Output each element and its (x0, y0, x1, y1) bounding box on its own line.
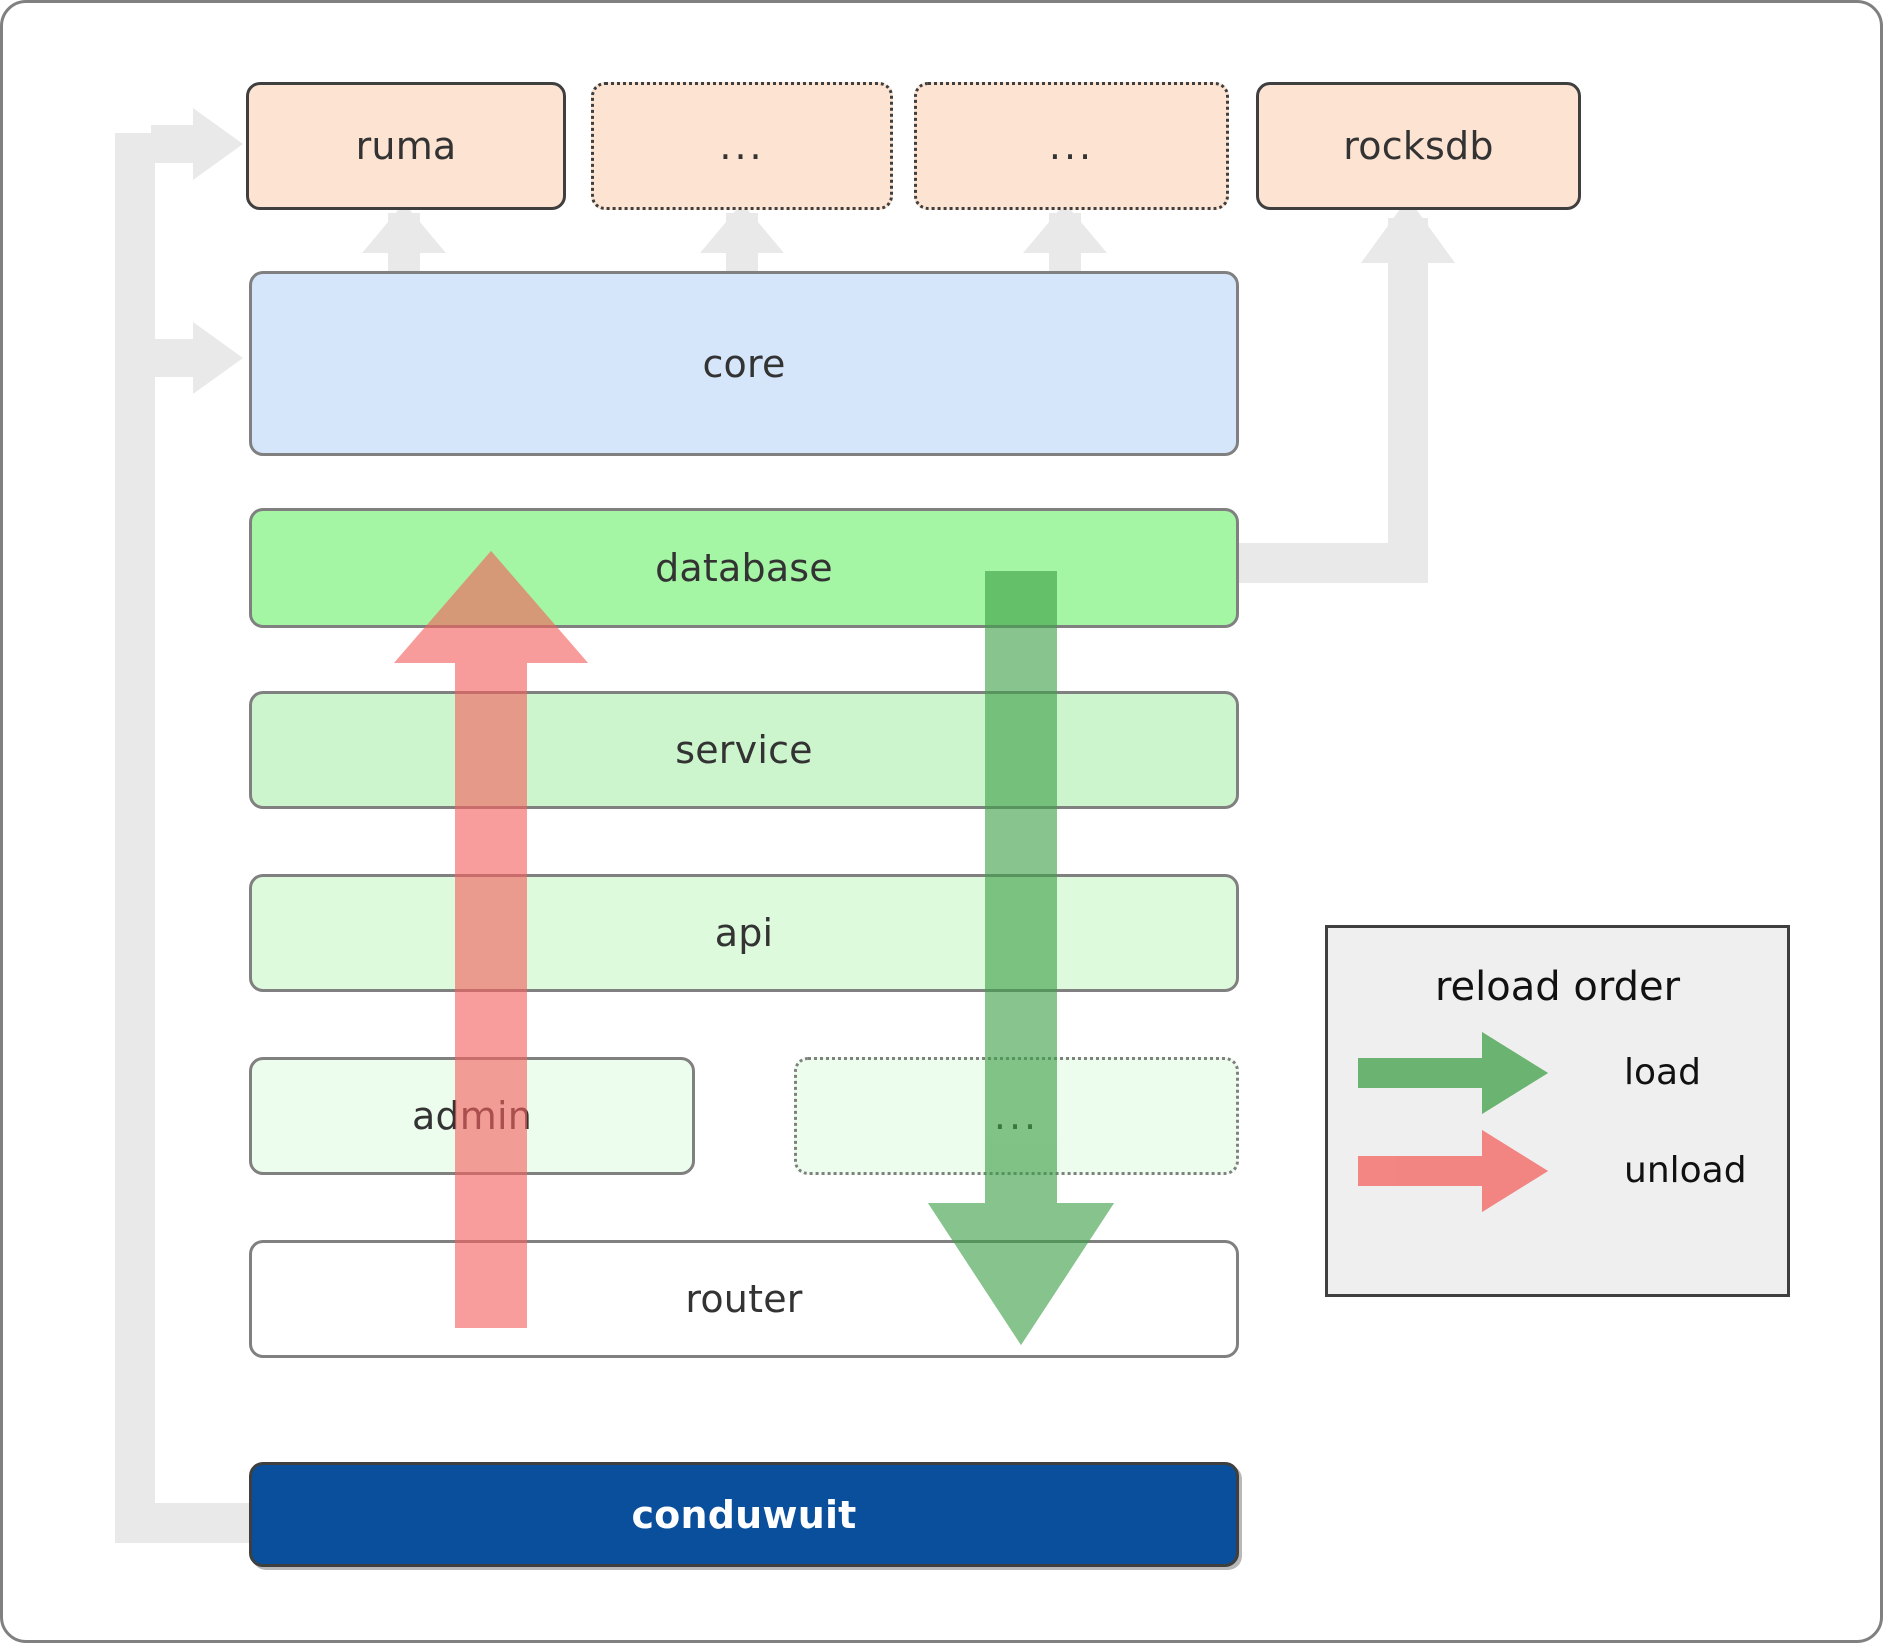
connector-arm-to-ruma (151, 125, 201, 163)
dependency-box-placeholder-1[interactable]: ... (591, 82, 893, 210)
binary-box-conduwuit[interactable]: conduwuit (249, 1462, 1239, 1567)
stack-box-core-label: core (702, 341, 786, 386)
connector-arm-to-core (151, 339, 201, 377)
dependency-box-rocksdb-label: rocksdb (1343, 124, 1494, 168)
connector-database-to-rocksdb-h (1218, 543, 1428, 583)
legend-title: reload order (1434, 964, 1681, 1010)
connector-database-to-rocksdb-v (1388, 218, 1428, 583)
legend-unload-label: unload (1624, 1150, 1747, 1191)
connector-core-to-ruma-head (362, 203, 446, 253)
dependency-box-rocksdb[interactable]: rocksdb (1256, 82, 1581, 210)
connector-core-to-dots2-head (1023, 203, 1107, 253)
legend-panel: reload order load unload (1325, 925, 1790, 1297)
dependency-box-ruma[interactable]: ruma (246, 82, 566, 210)
connector-core-to-dots1-head (700, 203, 784, 253)
connector-database-to-rocksdb-head (1361, 198, 1455, 263)
connector-trunk-left (115, 133, 155, 1523)
connector-bottom-to-conduwuit (115, 1503, 253, 1543)
dependency-box-ruma-label: ruma (355, 124, 457, 168)
stack-box-api[interactable]: api (249, 874, 1239, 992)
stack-box-database-label: database (655, 546, 833, 590)
dependency-box-placeholder-1-label: ... (719, 124, 765, 168)
stack-box-core[interactable]: core (249, 271, 1239, 456)
dependency-box-placeholder-2-label: ... (1048, 124, 1095, 168)
stack-box-api-label: api (714, 911, 774, 955)
dependency-box-placeholder-2[interactable]: ... (914, 82, 1229, 210)
legend-unload-swatch (1358, 1130, 1548, 1212)
unload-arrow (394, 551, 588, 1328)
stack-box-service-label: service (675, 728, 813, 772)
load-arrow (928, 571, 1114, 1345)
binary-box-conduwuit-label: conduwuit (631, 1492, 857, 1537)
stack-box-database[interactable]: database (249, 508, 1239, 628)
connector-arrowhead-ruma (193, 108, 243, 180)
connector-arrowhead-core (193, 322, 243, 394)
legend-load-swatch (1358, 1032, 1548, 1114)
legend-load-label: load (1624, 1052, 1701, 1093)
stack-box-service[interactable]: service (249, 691, 1239, 809)
stack-box-router-label: router (685, 1277, 803, 1321)
reload-order-arrow-layer (394, 551, 1114, 1345)
